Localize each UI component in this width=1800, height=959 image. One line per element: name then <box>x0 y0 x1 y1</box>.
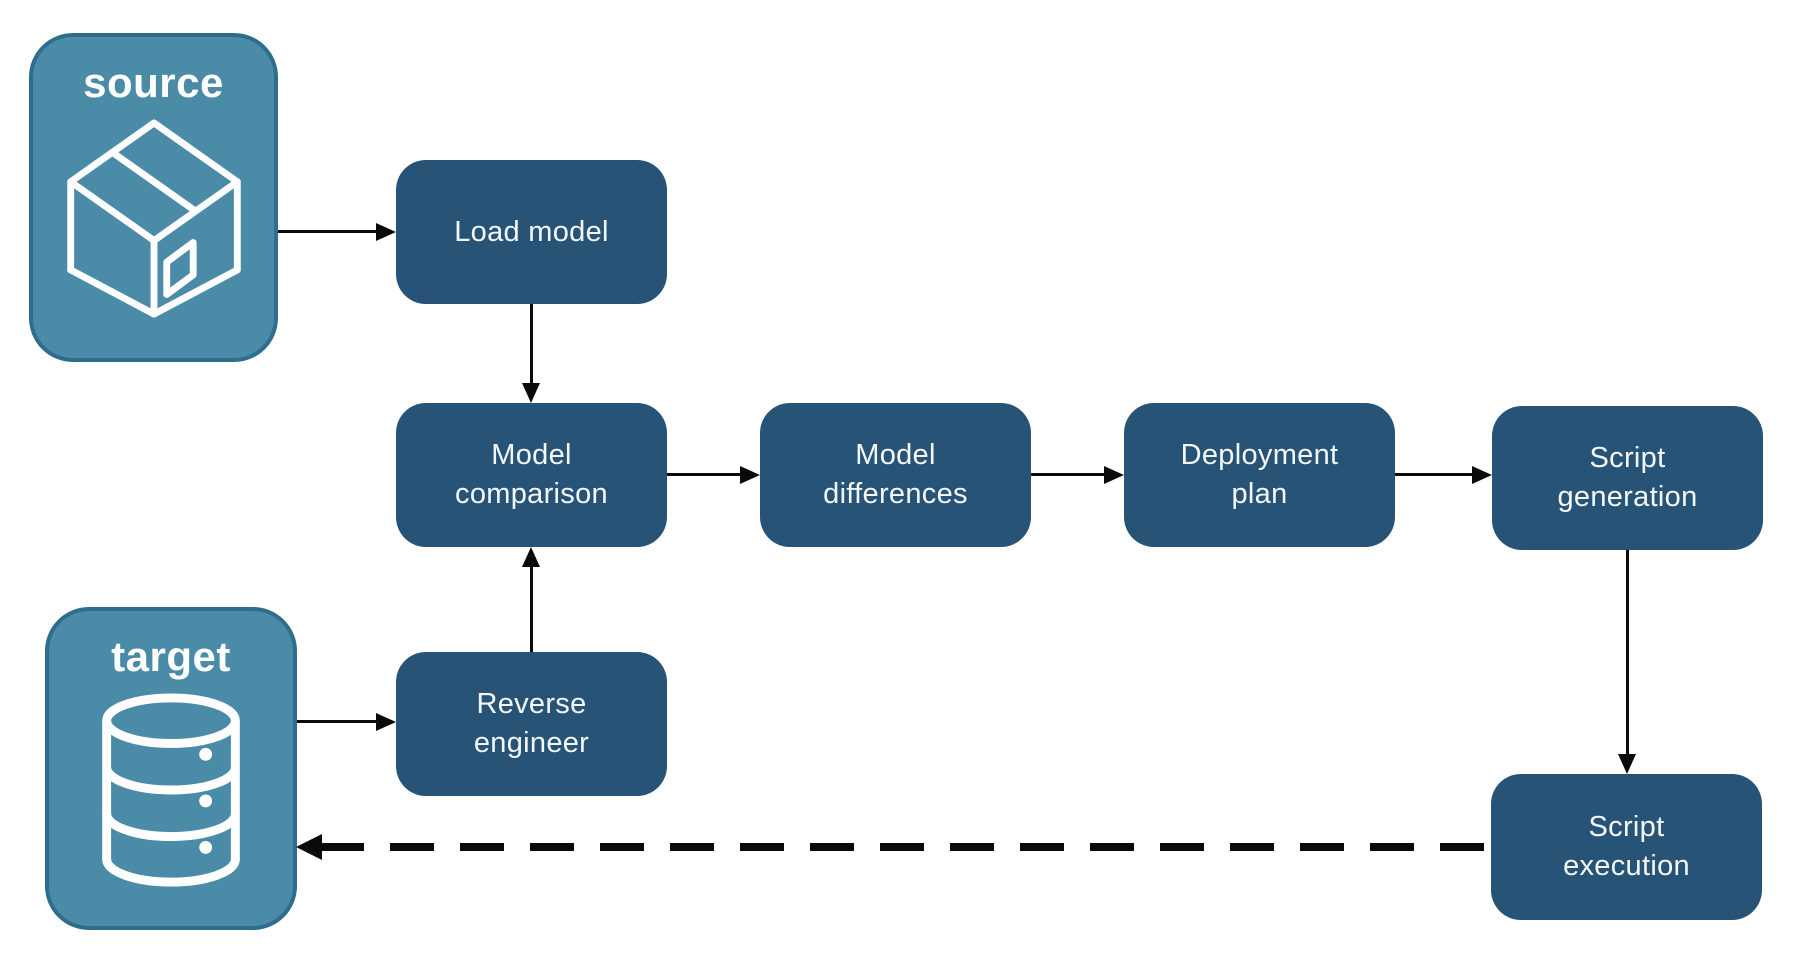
arrow-differences-to-plan-line <box>1031 473 1106 476</box>
node-model-comparison-label: Model comparison <box>455 439 608 510</box>
node-script-execution: Script execution <box>1491 774 1762 920</box>
arrow-execution-to-target-line <box>320 843 1491 851</box>
source-container: source <box>29 33 278 362</box>
package-icon <box>66 119 241 318</box>
arrow-plan-to-generation-line <box>1395 473 1473 476</box>
arrow-target-to-reverse-head <box>376 713 396 731</box>
node-reverse-engineer-label: Reverse engineer <box>473 688 590 759</box>
arrow-source-to-load-model-line <box>278 230 378 233</box>
node-script-execution-label: Script execution <box>1563 811 1690 882</box>
arrow-load-model-to-comparison-line <box>530 304 533 384</box>
arrow-source-to-load-model-head <box>376 223 396 241</box>
arrow-generation-to-execution-line <box>1626 550 1629 755</box>
node-deployment-plan: Deployment plan <box>1124 403 1395 547</box>
node-load-model: Load model <box>396 160 667 304</box>
arrow-reverse-to-comparison-head <box>522 547 540 567</box>
node-model-comparison: Model comparison <box>396 403 667 547</box>
node-script-generation: Script generation <box>1492 406 1763 550</box>
arrow-comparison-to-differences-head <box>740 466 760 484</box>
target-container: target <box>45 607 297 930</box>
node-reverse-engineer: Reverse engineer <box>396 652 667 796</box>
target-label: target <box>111 633 231 680</box>
node-model-differences-label: Model differences <box>823 439 968 510</box>
arrow-generation-to-execution-head <box>1618 754 1636 774</box>
source-label: source <box>83 59 224 106</box>
node-load-model-label: Load model <box>454 215 609 248</box>
database-icon <box>102 693 240 887</box>
arrow-comparison-to-differences-line <box>667 473 742 476</box>
arrow-load-model-to-comparison-head <box>522 383 540 403</box>
node-deployment-plan-label: Deployment plan <box>1180 439 1339 510</box>
node-model-differences: Model differences <box>760 403 1031 547</box>
arrow-differences-to-plan-head <box>1104 466 1124 484</box>
arrow-execution-to-target-head <box>296 834 322 860</box>
arrow-target-to-reverse-line <box>297 720 377 723</box>
node-script-generation-label: Script generation <box>1557 442 1698 513</box>
arrow-reverse-to-comparison-line <box>530 566 533 652</box>
arrow-plan-to-generation-head <box>1472 466 1492 484</box>
